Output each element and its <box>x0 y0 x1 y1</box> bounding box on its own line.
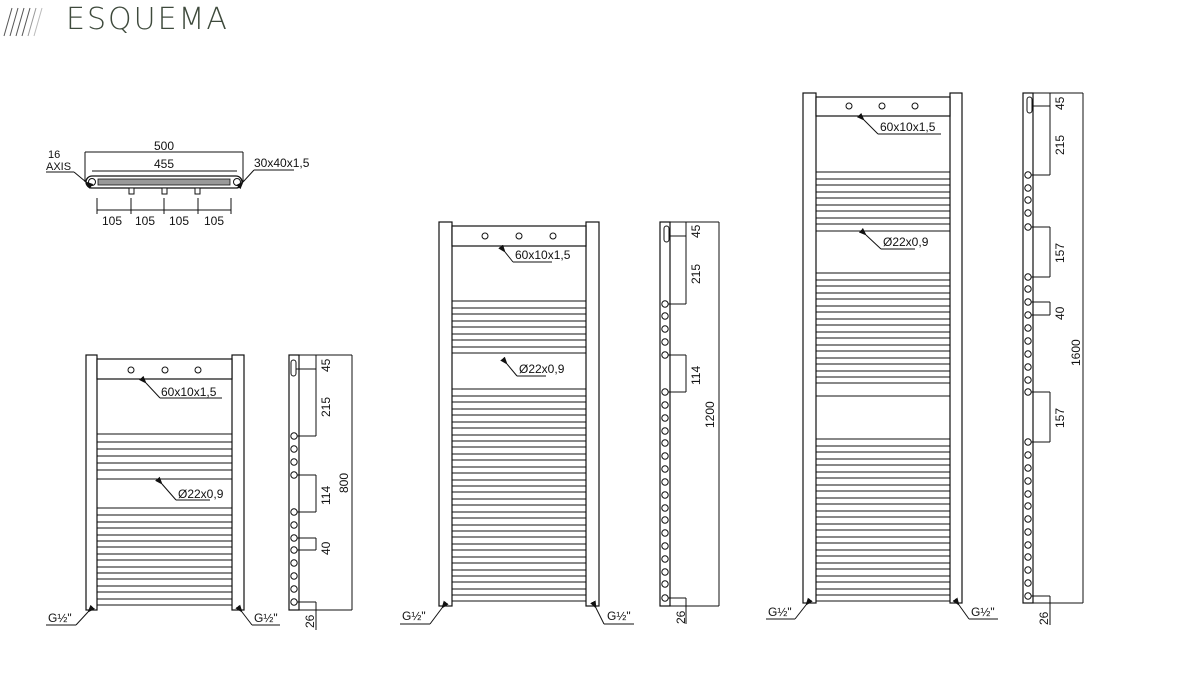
dim-mid-gap: 157 <box>1053 243 1067 263</box>
bracket-spacing-2: 105 <box>135 214 155 228</box>
dim-top: 45 <box>319 358 333 372</box>
tube-label: Ø22x0,9 <box>178 487 224 501</box>
dim-mid-gap: 114 <box>319 486 333 505</box>
inlet-left-label: G½" <box>768 605 792 619</box>
axis-width-label: 455 <box>154 157 174 171</box>
inlet-right-label: G½" <box>254 611 278 625</box>
header-bar-label: 60x10x1,5 <box>515 248 571 262</box>
dim-top: 45 <box>689 224 703 238</box>
front-view-1600: 60x10x1,5 Ø22x0,9 G½" G½" <box>766 92 998 620</box>
dim-total: 1600 <box>1069 339 1083 366</box>
inlet-right-label: G½" <box>607 609 631 623</box>
dim-top: 45 <box>1053 96 1067 110</box>
dim-mid-gap: 114 <box>689 366 703 385</box>
tube-label: Ø22x0,9 <box>519 362 565 376</box>
dim-bottom: 26 <box>1037 611 1051 625</box>
collector-section-label: 30x40x1,5 <box>254 156 310 170</box>
dim-lower-gap: 157 <box>1053 408 1067 428</box>
inlet-left-label: G½" <box>48 611 72 625</box>
side-view-1200: 45 215 114 1200 26 <box>659 221 720 624</box>
wall-brackets <box>128 187 201 195</box>
dim-total: 1200 <box>703 401 717 428</box>
bracket-spacing-1: 105 <box>102 214 122 228</box>
top-view: 500 455 16 AXIS 30x40x1,5 105 105 105 10… <box>46 139 310 228</box>
bracket-spacing-4: 105 <box>204 214 224 228</box>
header-bar-label: 60x10x1,5 <box>880 120 936 134</box>
dim-bottom: 26 <box>674 610 688 624</box>
axis-label: AXIS <box>46 161 71 173</box>
side-view-1600: 45 215 157 40 157 1600 26 <box>1022 92 1084 625</box>
axis-offset-label: 16 <box>48 149 60 161</box>
overall-width-label: 500 <box>154 139 174 153</box>
page-title: ESQUEMA <box>66 2 229 37</box>
dim-small-gap: 40 <box>1053 306 1067 320</box>
dim-upper-gap: 215 <box>319 397 333 417</box>
side-view-800: 45 215 114 40 800 26 <box>288 354 353 630</box>
front-view-1200: 60x10x1,5 Ø22x0,9 G½" G½" <box>400 221 634 625</box>
bracket-spacing-3: 105 <box>169 214 189 228</box>
dim-upper-gap: 215 <box>1053 135 1067 155</box>
dim-upper-gap: 215 <box>689 264 703 284</box>
front-view-800: 60x10x1,5 Ø22x0,9 G½" G½" <box>46 354 280 626</box>
diagonal-stripes-icon <box>3 7 43 37</box>
page-header: ESQUEMA <box>0 0 400 44</box>
dim-total: 800 <box>337 473 351 493</box>
inlet-right-label: G½" <box>971 605 995 619</box>
inlet-left-label: G½" <box>402 609 426 623</box>
dim-bottom: 26 <box>303 614 317 628</box>
tube-label: Ø22x0,9 <box>883 235 929 249</box>
dim-small-gap: 40 <box>319 541 333 555</box>
header-bar-label: 60x10x1,5 <box>161 385 217 399</box>
